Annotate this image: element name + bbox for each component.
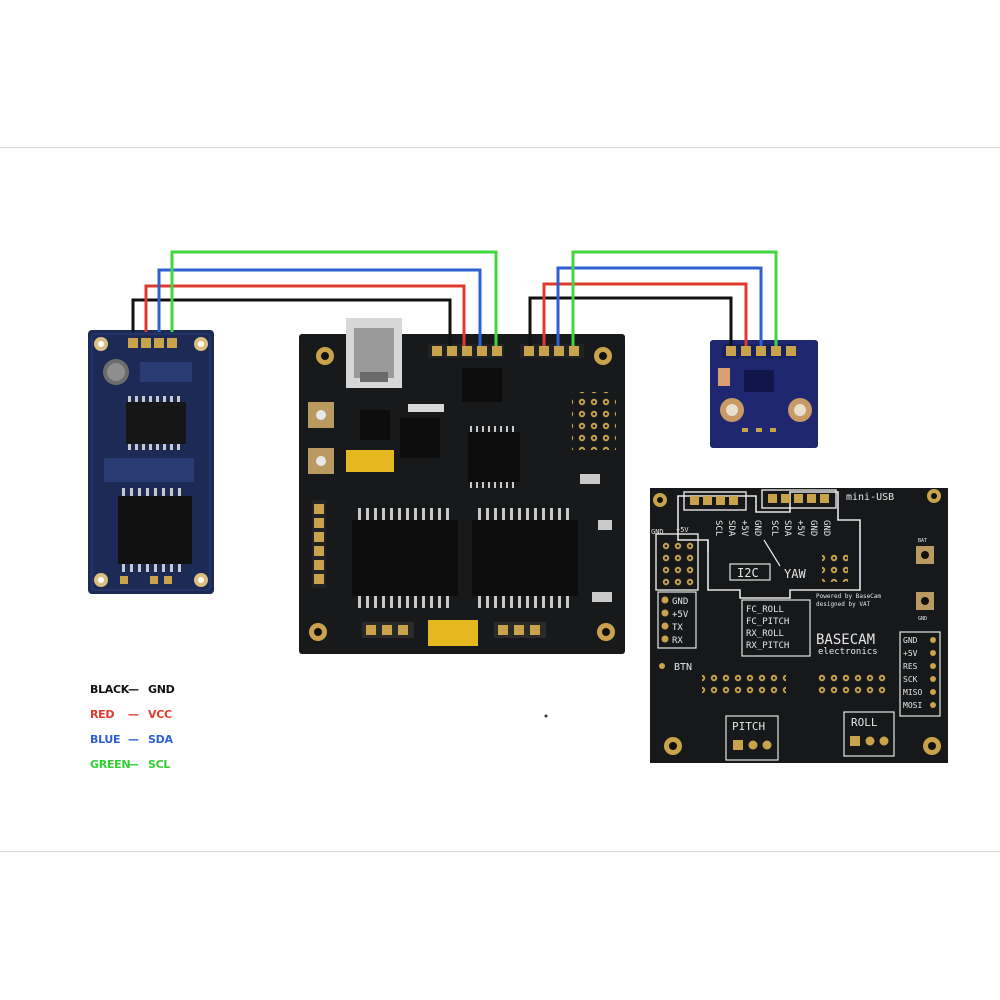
legend-row-scl: GREEN— SCL [90,755,210,780]
roll-label: ROLL [851,716,878,729]
side-label-gnd: GND [651,528,664,536]
spi-pin-3: SCK [903,675,918,684]
legend-color-name: GREEN [90,758,131,771]
wire-vcc-right [542,282,748,346]
legend-signal: SCL [148,758,171,771]
basecam-board: mini-USB SCL SDA +5V GND SCL SDA +5V GND… [650,488,948,763]
wire-group [131,250,778,346]
yaw-pin-1: SDA [782,520,792,537]
legend-dash: — [128,758,139,771]
i2c-pin-0: SCL [713,520,723,536]
legend-color-name: BLUE [90,733,121,746]
legend-dash: — [128,683,139,696]
wire-scl-left [170,250,498,346]
dot-mark [544,714,548,718]
spi-pin-2: RES [903,662,918,671]
legend-dash: — [128,733,139,746]
legend-row-gnd: BLACK— GND [90,680,210,705]
fc-label-0: FC_ROLL [746,605,784,615]
legend-dash: — [128,708,139,721]
brand-sub-label: electronics [818,647,878,657]
powered-by-text: Powered by BaseCam [816,593,881,600]
i2c-label: I2C [737,566,759,580]
spi-pin-4: MISO [903,688,922,697]
yaw-label: YAW [784,567,806,581]
yaw-pin-3: GND [808,520,818,536]
side-label-5v: +5V [676,526,689,534]
wire-sda-left [157,268,482,346]
uart-pin-1: +5V [672,610,689,620]
wire-sda-right [556,266,763,346]
uart-pin-0: GND [672,597,688,607]
uart-pin-3: RX [672,636,683,646]
designed-by-text: designed by VAT [816,601,871,608]
center-controller-board [299,318,625,654]
legend-row-sda: BLUE — SDA [90,730,210,755]
spi-pin-0: GND [903,636,918,645]
wire-scl-right [571,250,778,346]
legend-color-name: BLACK [90,683,130,696]
imu-sensor-board [710,340,818,448]
yaw-pin-0: SCL [769,520,779,536]
i2c-pin-3: GND [752,520,762,536]
spi-pin-5: MOSI [903,701,922,710]
mini-usb-label: mini-USB [846,492,894,503]
legend-row-vcc: RED — VCC [90,705,210,730]
yaw-pin-2: +5V [795,520,805,537]
brand-label: BASECAM [816,632,875,648]
legend-signal: GND [148,683,175,696]
i2c-pin-1: SDA [726,520,736,537]
btn-label: BTN [674,662,692,673]
frame-top-line [0,147,1000,148]
wire-gnd-right [528,296,733,346]
legend-signal: VCC [148,708,172,721]
bat-label: BAT [918,538,927,544]
legend-color-name: RED [90,708,115,721]
left-driver-board [88,330,214,594]
spi-pin-1: +5V [903,649,918,658]
wire-gnd-left [131,298,452,346]
fc-label-3: RX_PITCH [746,641,789,651]
uart-pin-2: TX [672,623,683,633]
pitch-label: PITCH [732,720,765,733]
frame-bottom-line [0,851,1000,852]
wire-vcc-left [144,284,466,346]
yaw-pin-4: GND [821,520,831,536]
legend-signal: SDA [148,733,173,746]
fc-label-2: RX_ROLL [746,629,784,639]
i2c-pin-2: +5V [739,520,749,537]
bat-gnd-label: GND [918,616,927,622]
fc-label-1: FC_PITCH [746,617,789,627]
